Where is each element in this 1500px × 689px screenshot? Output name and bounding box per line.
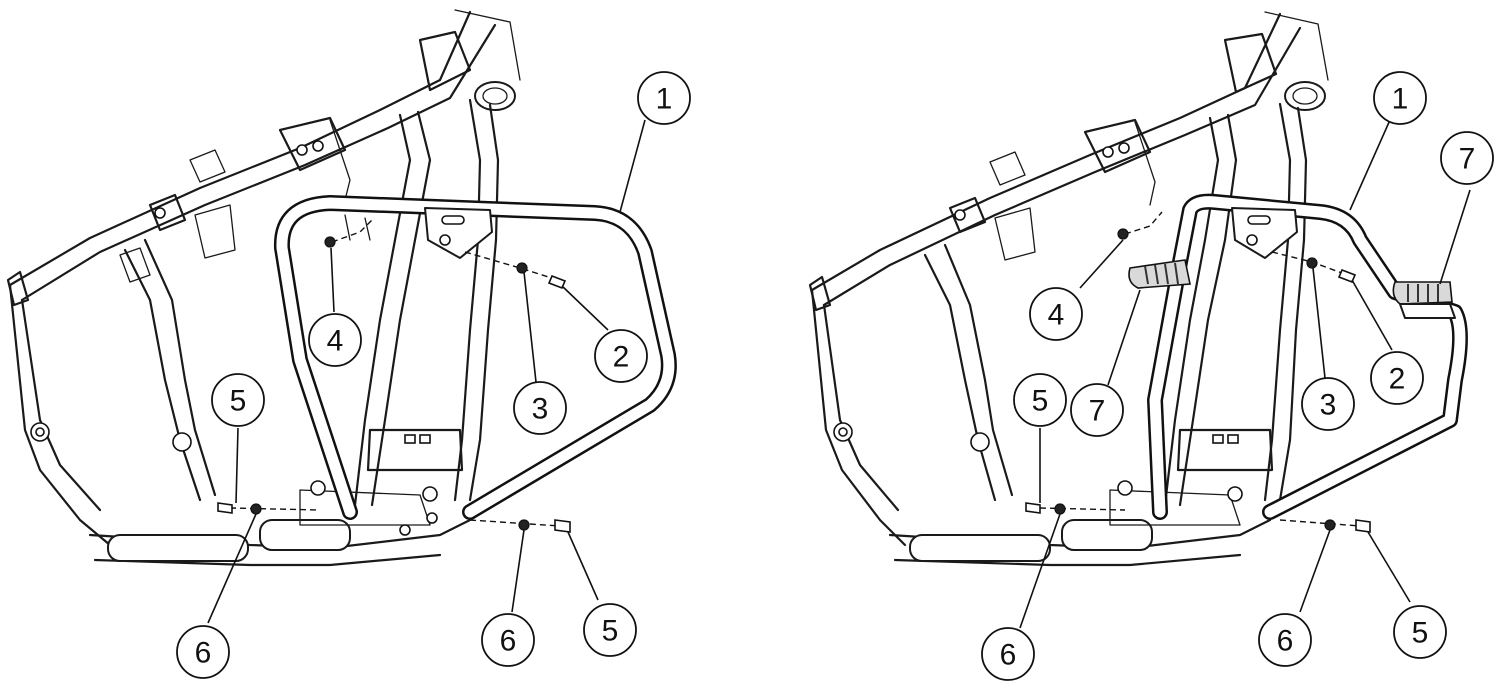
callout-item-5b-right: 5	[1393, 605, 1447, 659]
bolt-item-5-right	[1025, 502, 1041, 514]
leader-lines-left	[207, 119, 646, 624]
washer-item-3-right	[1306, 257, 1318, 269]
hardware-left	[217, 219, 571, 533]
motorcycle-frame-left	[6, 9, 521, 567]
callout-item-7-right: 7	[1440, 131, 1494, 185]
washer-item-6-left	[250, 503, 262, 515]
footpeg-right-item-7	[1392, 281, 1456, 319]
callout-item-4-right: 4	[1029, 287, 1083, 341]
callout-label: 6	[500, 625, 517, 658]
callout-label: 5	[602, 615, 619, 648]
callout-label: 4	[1048, 299, 1065, 332]
washer-item-6-right	[1054, 503, 1066, 515]
hardware-right	[1025, 211, 1371, 533]
bolt-item-5b-left	[554, 519, 571, 533]
callout-item-1-left: 1	[637, 71, 691, 125]
callout-label: 6	[195, 637, 212, 670]
callout-label: 6	[1277, 625, 1294, 658]
washer-item-6b-right	[1324, 519, 1336, 531]
callout-item-2-left: 2	[594, 329, 648, 383]
motorcycle-frame-right	[808, 11, 1329, 567]
callout-item-6-left: 6	[176, 625, 230, 679]
callout-label: 1	[1392, 83, 1409, 116]
engine-guard-bar-left	[273, 195, 677, 520]
callout-label: 5	[230, 385, 247, 418]
callout-label: 1	[656, 83, 673, 116]
washer-item-6b-left	[518, 519, 530, 531]
callout-label: 5	[1032, 385, 1049, 418]
callout-item-2-right: 2	[1370, 351, 1424, 405]
bolt-item-2-left	[547, 274, 567, 290]
callout-label: 6	[1000, 639, 1017, 672]
bolt-item-5-left	[217, 502, 233, 514]
leader-lines-right	[1019, 119, 1471, 629]
callout-item-3-right: 3	[1301, 377, 1355, 431]
bolt-item-2-right	[1337, 268, 1357, 284]
nut-item-4-left	[324, 236, 336, 248]
callout-item-5b-left: 5	[583, 603, 637, 657]
callout-label: 4	[327, 325, 344, 358]
callout-label: 3	[1320, 389, 1337, 422]
callout-label: 2	[1389, 363, 1406, 396]
callout-label: 5	[1412, 617, 1429, 650]
nut-item-4-right	[1117, 228, 1129, 240]
panel-left-engine-guard: 1 2 3 4 5 6 6 5	[6, 9, 691, 679]
callout-item-6b-right: 6	[1258, 613, 1312, 667]
callout-label: 3	[532, 393, 549, 426]
callout-item-3-left: 3	[513, 381, 567, 435]
callout-label: 2	[613, 341, 630, 374]
engine-guard-bar-right	[1147, 193, 1468, 520]
callout-item-6b-left: 6	[481, 613, 535, 667]
panel-right-engine-guard-with-pegs: 1 7 2 3 4 5 7 6	[808, 11, 1494, 681]
footpeg-left-item-7	[1128, 259, 1191, 289]
callout-item-1-right: 1	[1373, 71, 1427, 125]
callout-label: 7	[1459, 143, 1476, 176]
callout-label: 7	[1089, 395, 1106, 428]
callout-item-4-left: 4	[308, 313, 362, 367]
callout-item-6-right: 6	[981, 627, 1035, 681]
bolt-item-5b-right	[1355, 519, 1371, 533]
callout-item-5-right: 5	[1013, 373, 1067, 427]
callout-item-5-left: 5	[211, 373, 265, 427]
washer-item-3-left	[516, 262, 528, 274]
callout-item-7b-right: 7	[1070, 383, 1124, 437]
